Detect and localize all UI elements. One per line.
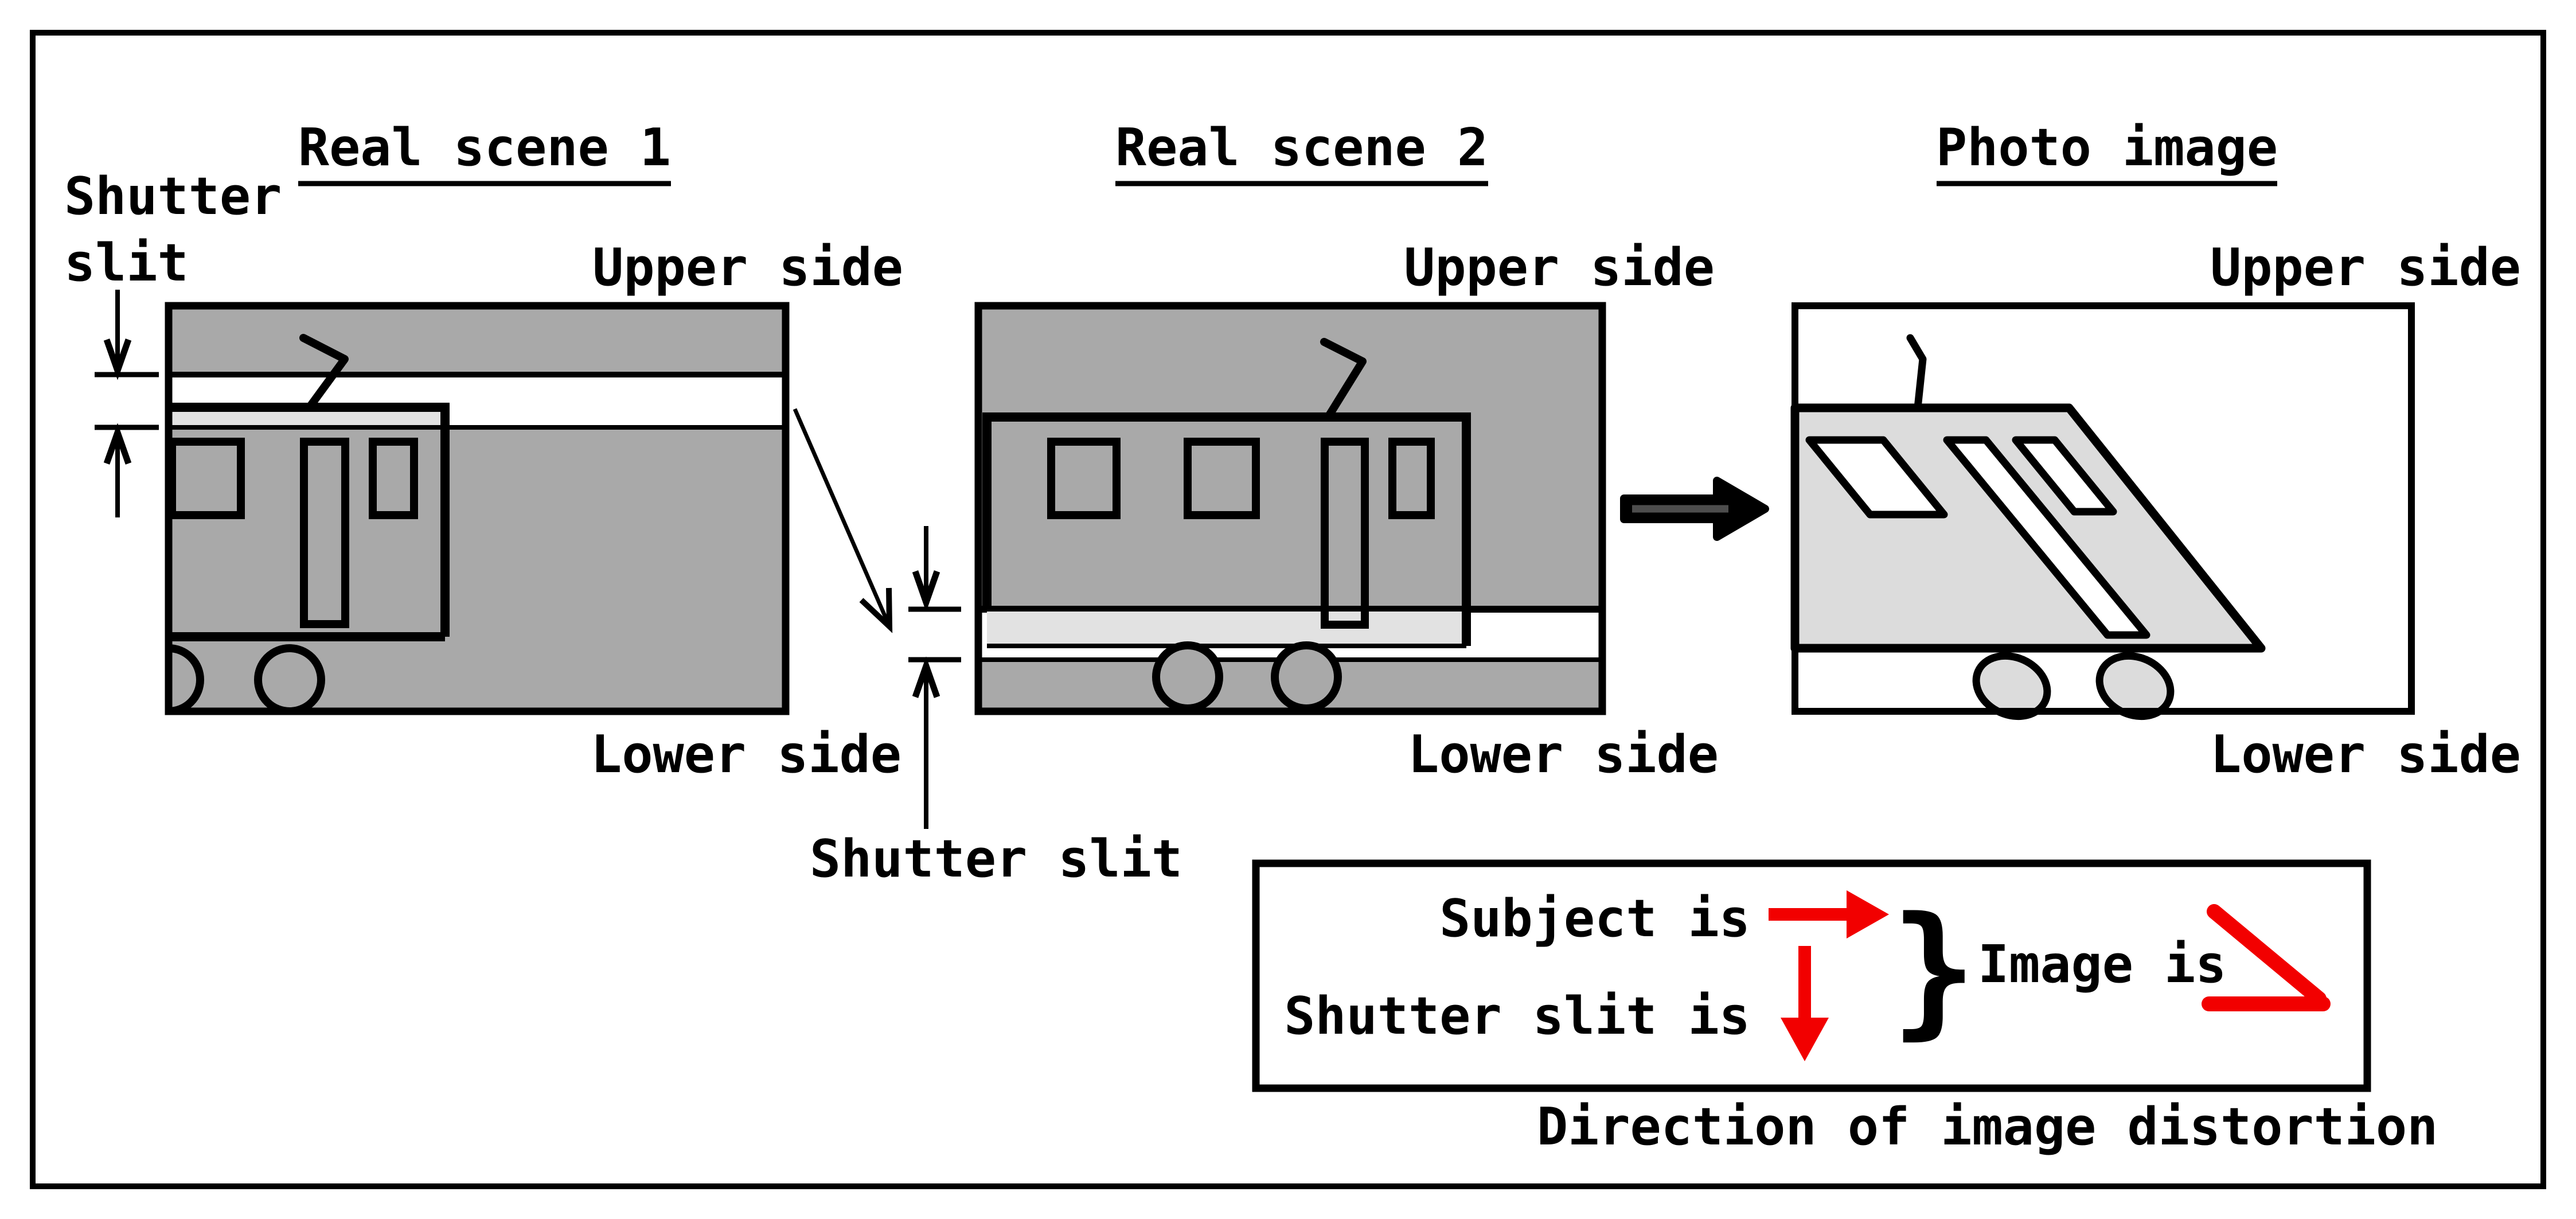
scene2-train-pantograph (1320, 338, 1367, 418)
scene2-train-window-2 (1184, 438, 1260, 519)
scene1-slit-label-line1: Shutter (64, 166, 282, 227)
photo-lower-side-label: Lower side (2210, 725, 2521, 785)
red-down-arrow-icon (1781, 946, 1829, 1061)
scene2-train (982, 338, 1471, 711)
scene1-train-wheel-left (169, 644, 204, 711)
slit-connector-line (793, 408, 890, 624)
up-arrowhead-icon (103, 423, 132, 465)
photo-panel (1790, 302, 2415, 721)
legend: Subject is Shutter slit is } Image is Di… (1252, 859, 2438, 1157)
scene1-train-wheel-right (254, 644, 325, 711)
scene1-upper-side-label: Upper side (592, 237, 903, 298)
photo-upper-side-label: Upper side (2210, 237, 2521, 298)
scene2-upper-side-label: Upper side (1404, 237, 1715, 298)
slit-moved-annotation: Shutter slit (793, 408, 1182, 889)
up-extent-arrow-scene2 (912, 656, 940, 829)
side-labels: Upper side Lower side Upper side Lower s… (591, 237, 2521, 785)
scene-to-photo-arrow (1620, 477, 1769, 541)
legend-image-label: Image is (1978, 934, 2226, 995)
scene1-lower-side-label: Lower side (591, 725, 901, 785)
scene1-train-small-window (369, 438, 418, 519)
down-extent-arrow-scene2 (912, 526, 940, 612)
scene2-lower-side-label: Lower side (1408, 725, 1719, 785)
scene1-slit-label-line2: slit (64, 233, 189, 293)
scene2-train-skirt-stripe (987, 612, 1466, 646)
scene2-train-door (1321, 438, 1369, 629)
scene1-title: Real scene 1 (298, 118, 671, 178)
scene2-train-wheel-right (1271, 641, 1342, 711)
scene2-train-wheel-left (1152, 641, 1223, 711)
slit-connector-arrowhead-icon (859, 587, 893, 633)
down-arrowhead-icon (103, 338, 132, 380)
legend-subject-label: Subject is (1439, 889, 1750, 949)
down-arrowhead-icon (912, 570, 940, 612)
panel-titles: Real scene 1 Real scene 2 Photo image (298, 118, 2278, 186)
up-extent-arrow (103, 423, 132, 517)
photo-train-door (1943, 436, 2150, 639)
scene1-slit-annotation: Shutter slit (64, 166, 282, 517)
red-shear-corner-icon (2202, 904, 2331, 1011)
scene1-train-door (300, 438, 349, 628)
scene1-train (168, 334, 450, 711)
photo-train-small-window (2012, 436, 2117, 516)
red-right-arrow-icon (1769, 890, 1889, 938)
legend-caption: Direction of image distortion (1537, 1097, 2438, 1157)
down-extent-arrow (103, 290, 132, 380)
photo-frame (1792, 302, 2415, 715)
scene2-slit-label: Shutter slit (810, 829, 1182, 889)
scene2-frame (974, 302, 1606, 715)
up-arrowhead-icon (912, 656, 940, 698)
scene2-panel (974, 302, 1606, 715)
photo-title: Photo image (1936, 118, 2278, 178)
legend-box (1252, 859, 2371, 1092)
legend-brace: } (1891, 886, 1977, 1053)
photo-train-window (1805, 436, 1948, 519)
scene2-train-window-1 (1047, 438, 1121, 519)
scene1-curtain (169, 306, 786, 711)
scene1-frame (165, 302, 790, 715)
scene2-train-small-window (1388, 438, 1435, 519)
scene1-panel (165, 302, 790, 715)
photo-train-pantograph (1906, 334, 1927, 412)
scene2-title: Real scene 2 (1115, 118, 1488, 178)
scene1-train-pantograph (299, 334, 349, 410)
legend-shutter-slit-label: Shutter slit is (1284, 986, 1750, 1046)
